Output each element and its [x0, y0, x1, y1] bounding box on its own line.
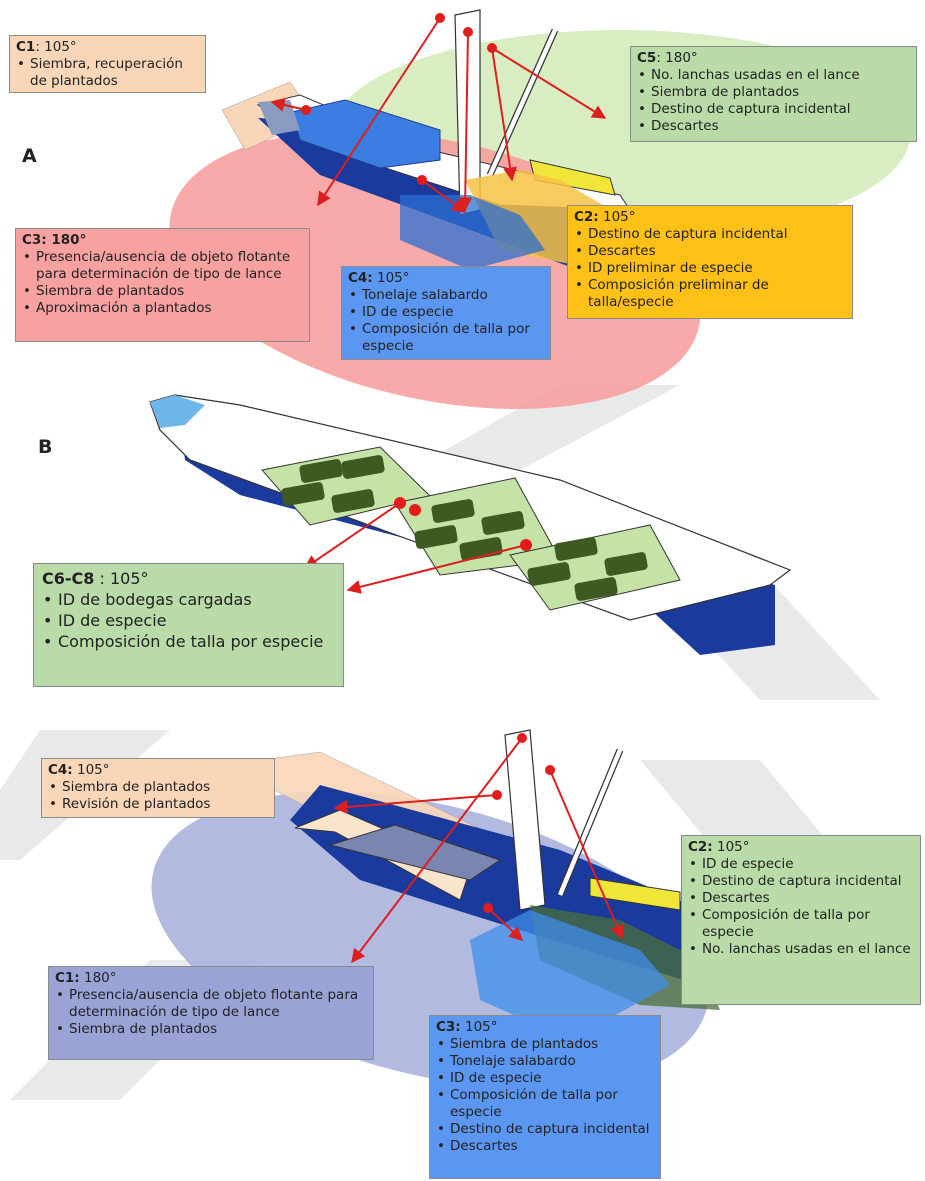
b-c6c8-angle: : 105°: [94, 569, 149, 588]
a-c5-angle: : 180°: [656, 50, 698, 66]
a-c2-item: Destino de captura incidental: [574, 226, 846, 243]
panel-label-a: A: [22, 145, 37, 167]
a-c1-item: Siembra, recuperación de plantados: [16, 56, 199, 90]
c-c3-item: Composición de talla por especie: [436, 1087, 654, 1121]
c-c4-item: Siembra de plantados: [48, 779, 268, 796]
b-c6c8-code: C6-C8: [42, 569, 95, 588]
b-c6c8-box: C6-C8 : 105° ID de bodegas cargadas ID d…: [33, 563, 344, 687]
a-c3-item: Aproximación a plantados: [22, 300, 303, 317]
panel-c-arrows: [333, 737, 624, 964]
c-c4-box: C4: 105° Siembra de plantados Revisión d…: [41, 758, 275, 818]
c-c1-box: C1: 180° Presencia/ausencia de objeto fl…: [48, 966, 374, 1060]
a-c5-item: No. lanchas usadas en el lance: [637, 67, 910, 84]
a-c3-box: C3: 180° Presencia/ausencia de objeto fl…: [15, 228, 310, 342]
c-c2-item: Descartes: [688, 890, 914, 907]
c-c2-item: Composición de talla por especie: [688, 907, 914, 941]
a-c5-item: Destino de captura incidental: [637, 101, 910, 118]
panel-b-scene: [149, 394, 792, 655]
a-c3-item: Siembra de plantados: [22, 283, 303, 300]
a-c2-code: C2:: [574, 209, 599, 225]
c-c1-item: Siembra de plantados: [55, 1021, 367, 1038]
panel-b-arrows: [303, 502, 527, 594]
a-c3-code: C3: 180°: [22, 232, 87, 248]
b-c6c8-item: ID de bodegas cargadas: [42, 589, 335, 610]
panel-a-arrows: [270, 17, 607, 213]
b-c6c8-item: Composición de talla por especie: [42, 631, 335, 652]
a-c4-item: ID de especie: [348, 304, 544, 321]
c-c2-item: Destino de captura incidental: [688, 873, 914, 890]
a-c2-item: Composición preliminar de talla/especie: [574, 277, 846, 311]
c-c3-item: Destino de captura incidental: [436, 1121, 654, 1138]
panel-label-b: B: [38, 436, 53, 458]
c-c2-item: ID de especie: [688, 856, 914, 873]
a-c5-code: C5: [637, 50, 657, 66]
vessel-c-mast: [504, 729, 546, 911]
b-c6c8-item: ID de especie: [42, 610, 335, 631]
a-c5-item: Descartes: [637, 118, 910, 135]
vessel-a-bow: [258, 100, 300, 135]
a-c4-code: C4:: [348, 270, 373, 286]
c-c3-item: Tonelaje salabardo: [436, 1053, 654, 1070]
a-c4-angle: 105°: [372, 270, 410, 286]
vessel-b-holds: [261, 446, 681, 611]
c-c3-box: C3: 105° Siembra de plantados Tonelaje s…: [429, 1015, 661, 1179]
c-c2-item: No. lanchas usadas en el lance: [688, 941, 914, 958]
a-c3-item: Presencia/ausencia de objeto flotante pa…: [22, 249, 303, 283]
c-c3-item: Siembra de plantados: [436, 1036, 654, 1053]
c-c3-angle: 105°: [460, 1019, 498, 1035]
a-c4-box: C4: 105° Tonelaje salabardo ID de especi…: [341, 266, 551, 360]
c-c2-code: C2:: [688, 839, 713, 855]
a-c4-item: Composición de talla por especie: [348, 321, 544, 355]
a-c2-item: Descartes: [574, 243, 846, 260]
c-c3-item: ID de especie: [436, 1070, 654, 1087]
c-c4-item: Revisión de plantados: [48, 796, 268, 813]
vessel-b-bow: [150, 395, 205, 428]
c-c1-angle: 180°: [79, 970, 117, 986]
a-c4-item: Tonelaje salabardo: [348, 287, 544, 304]
c3-coverage-zone-c: [470, 910, 670, 1040]
vessel-a-cabin: [291, 99, 441, 169]
c-c1-item: Presencia/ausencia de objeto flotante pa…: [55, 987, 367, 1021]
vessel-b-hold-bins: [281, 455, 648, 601]
c-c3-item: Descartes: [436, 1138, 654, 1155]
a-c2-angle: 105°: [598, 209, 636, 225]
a-c5-box: C5: 180° No. lanchas usadas en el lance …: [630, 46, 917, 142]
a-c2-item: ID preliminar de especie: [574, 260, 846, 277]
a-c1-angle: : 105°: [35, 39, 77, 55]
c-c4-code: C4:: [48, 762, 73, 778]
a-c2-box: C2: 105° Destino de captura incidental D…: [567, 205, 853, 319]
c-c2-box: C2: 105° ID de especie Destino de captur…: [681, 835, 921, 1005]
a-c1-code: C1: [16, 39, 36, 55]
c4-coverage-zone: [400, 195, 545, 270]
c-c3-code: C3:: [436, 1019, 461, 1035]
c-c4-angle: 105°: [72, 762, 110, 778]
c-c1-code: C1:: [55, 970, 80, 986]
c-c2-angle: 105°: [712, 839, 750, 855]
a-c1-box: C1: 105° Siembra, recuperación de planta…: [9, 35, 206, 93]
a-c5-item: Siembra de plantados: [637, 84, 910, 101]
vessel-c-skiffs: [589, 877, 681, 911]
